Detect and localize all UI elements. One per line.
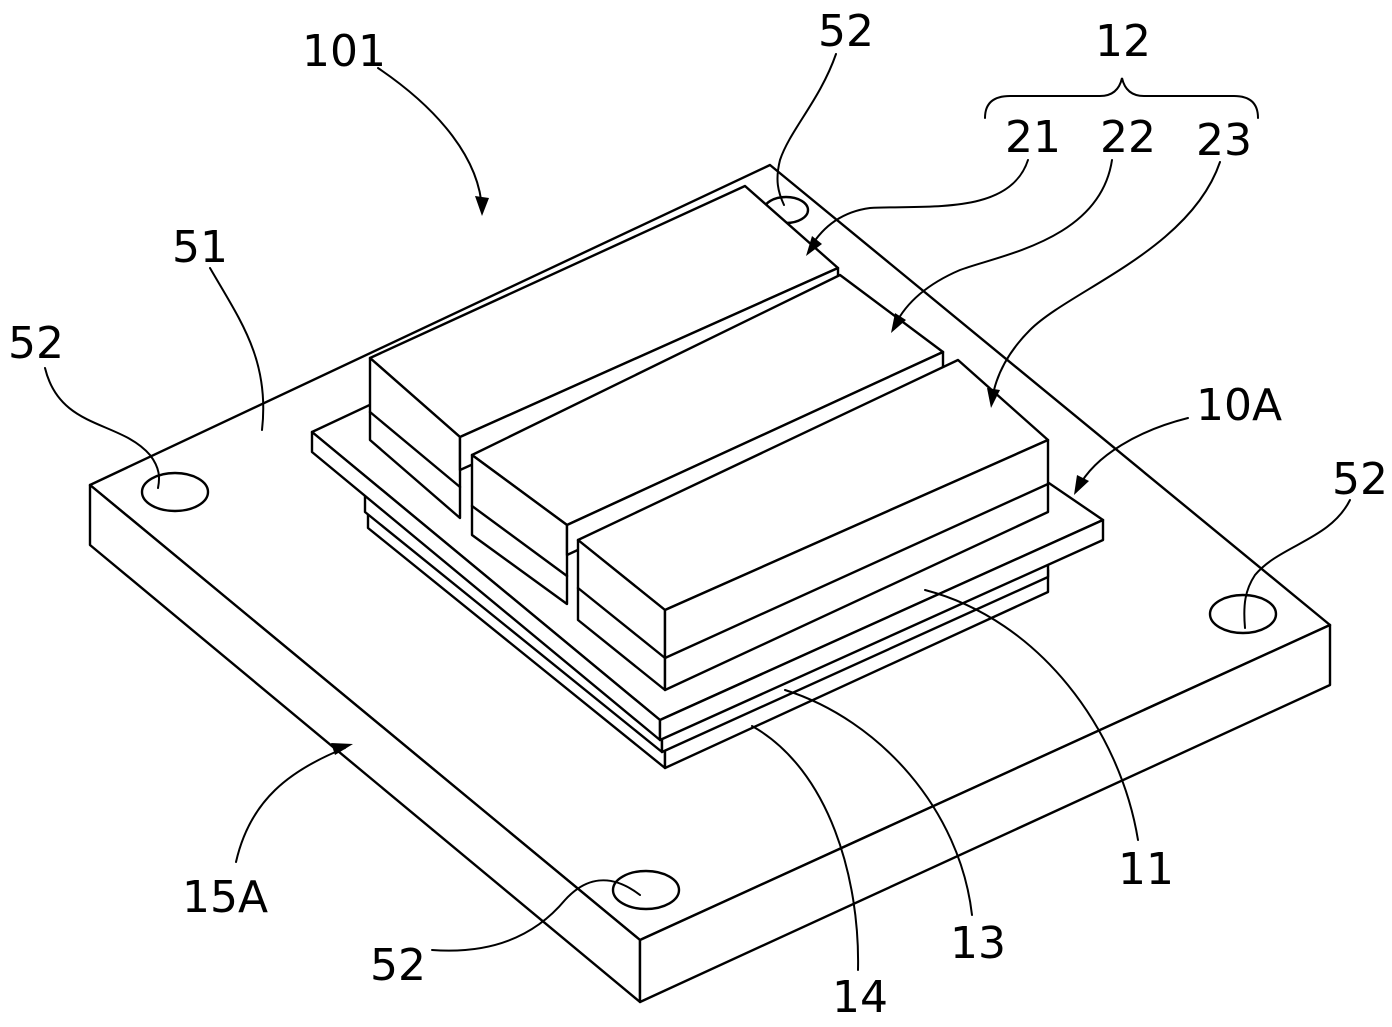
arrowhead-101	[475, 196, 489, 216]
chip-22-seam	[470, 504, 569, 578]
label-14: 14	[832, 972, 888, 1022]
substrate-right	[638, 623, 1332, 1004]
label-52-top: 52	[818, 6, 874, 57]
arrowhead-23	[987, 388, 1000, 408]
plate-11-right	[658, 518, 1105, 742]
leader-52-right	[1243, 499, 1351, 629]
arrowhead-10A	[1074, 475, 1089, 495]
arrowhead-21	[806, 236, 822, 256]
leader-10A	[1077, 417, 1189, 489]
arrowhead-15A	[331, 743, 353, 755]
label-12: 12	[1095, 16, 1151, 67]
label-11: 11	[1118, 844, 1174, 895]
label-15A: 15A	[182, 872, 268, 923]
leader-21	[809, 159, 1029, 249]
leader-101	[377, 67, 483, 211]
leader-22	[894, 159, 1113, 326]
label-21: 21	[1005, 112, 1061, 163]
leader-14	[751, 725, 860, 971]
reference-labels: 101 52 12 21 22 23 51 52 10A 52 11 15A 1…	[8, 6, 1388, 1023]
leader-23	[991, 161, 1221, 401]
chip-23-seam-front	[576, 586, 667, 660]
leader-52-front	[431, 879, 641, 952]
label-52-bottom: 52	[370, 940, 426, 991]
chip-21-seam	[368, 410, 462, 489]
leader-51	[209, 267, 265, 431]
hole-front	[611, 869, 681, 911]
leader-lines	[44, 53, 1351, 971]
arrowhead-22	[891, 313, 906, 333]
label-52-left: 52	[8, 318, 64, 369]
leader-11	[924, 589, 1139, 841]
label-13: 13	[950, 918, 1006, 969]
label-101: 101	[302, 26, 386, 77]
leader-52-left	[44, 367, 160, 489]
label-10A: 10A	[1196, 380, 1282, 431]
chip-23-seam-right	[663, 482, 1050, 660]
label-52-right: 52	[1332, 454, 1388, 505]
hole-right	[1208, 593, 1278, 635]
leader-52-back	[776, 53, 837, 206]
leader-13	[784, 689, 973, 916]
label-23: 23	[1196, 115, 1252, 166]
label-22: 22	[1100, 112, 1156, 163]
leader-15A	[235, 747, 346, 863]
label-51: 51	[172, 222, 228, 273]
chip-23-right	[663, 438, 1050, 692]
chip-23	[576, 358, 1050, 692]
hole-left	[140, 471, 210, 513]
chip-22-front	[470, 453, 569, 606]
brace-12	[984, 77, 1259, 119]
